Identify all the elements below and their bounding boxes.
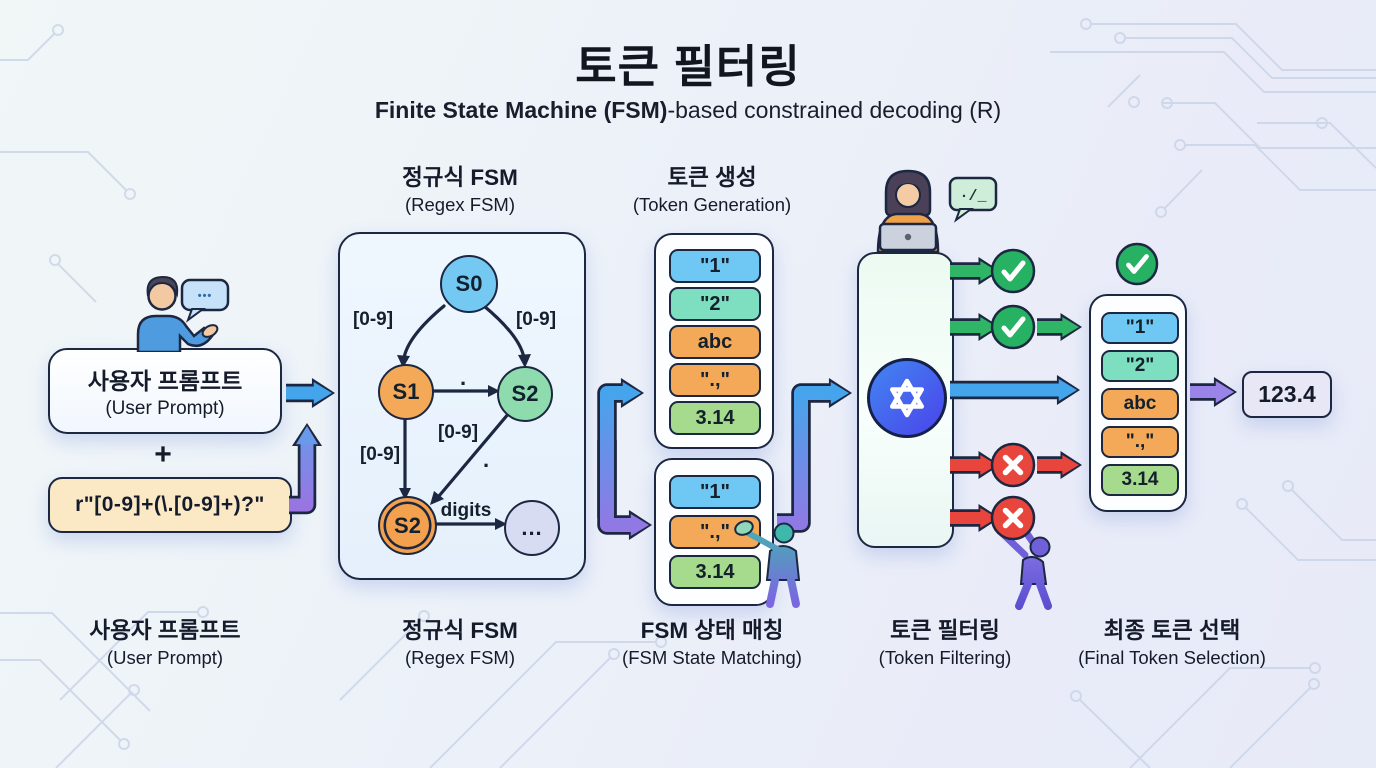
page-subtitle: Finite State Machine (FSM)-based constra… (0, 97, 1376, 124)
token-1: "1" (669, 475, 761, 509)
terminal-bubble-text: ·/_ (959, 188, 987, 205)
edge-label-s0-s2: [0-9] (515, 309, 557, 330)
token-2: "2" (1101, 350, 1179, 382)
token-filtering-column (857, 252, 954, 548)
fsm-state-s1: S1 (378, 364, 434, 420)
regex-fsm-panel: S0 S1 S2 S2 ... [0-9] [0-9] . [0-9] [0-9… (338, 232, 586, 580)
fsm-state-matching-panel: "1" ".," 3.14 (654, 458, 774, 606)
token-1: "1" (1101, 312, 1179, 344)
user-prompt-box: 사용자 프롬프트 (User Prompt) (48, 348, 282, 434)
caption-token-filtering: 토큰 필터링 (Token Filtering) (878, 618, 1012, 668)
token-314: 3.14 (669, 401, 761, 435)
openai-logo (867, 358, 947, 438)
edge-label-s2-s2accept-dot: . (482, 447, 490, 472)
header-token-generation: 토큰 생성 (Token Generation) (632, 165, 792, 215)
token-abc: abc (1101, 388, 1179, 420)
edge-label-s2accept-more: digits (440, 500, 492, 521)
fsm-state-s2-accept: S2 (378, 496, 437, 555)
speech-dots: ••• (198, 290, 213, 302)
plus-sign: + (154, 438, 172, 471)
edge-label-s1-s2accept: [0-9] (359, 444, 401, 465)
token-dot: ".," (1101, 426, 1179, 458)
caption-final-token-selection: 최종 토큰 선택 (Final Token Selection) (1078, 618, 1266, 668)
edge-label-s1-s2: . (459, 365, 467, 390)
token-dot: ".," (669, 515, 761, 549)
subtitle-rest: -based constrained decoding (R) (667, 97, 1002, 123)
caption-user-prompt: 사용자 프롬프트 (User Prompt) (89, 618, 241, 668)
fsm-state-s2: S2 (497, 366, 553, 422)
fsm-state-s0: S0 (440, 255, 498, 313)
token-1: "1" (669, 249, 761, 283)
page-title: 토큰 필터링 (575, 41, 801, 92)
token-abc: abc (669, 325, 761, 359)
fsm-state-more: ... (504, 500, 560, 556)
person-speaking-icon: ••• (136, 275, 230, 352)
subtitle-bold: Finite State Machine (FSM) (374, 97, 668, 123)
token-2: "2" (669, 287, 761, 321)
token-dot: ".," (669, 363, 761, 397)
header-regex-fsm: 정규식 FSM (Regex FSM) (402, 165, 518, 215)
edge-label-s0-s1: [0-9] (352, 309, 394, 330)
regex-box: r"[0-9]+(\.[0-9]+)?" (48, 477, 292, 533)
token-314: 3.14 (1101, 464, 1179, 496)
caption-regex-fsm: 정규식 FSM (Regex FSM) (402, 618, 518, 668)
fsm-edges (397, 304, 531, 530)
edge-label-s2-s2accept: [0-9] (437, 422, 479, 443)
woman-at-laptop-icon: ·/_ (876, 169, 998, 254)
token-314: 3.14 (669, 555, 761, 589)
caption-fsm-state-matching: FSM 상태 매칭 (FSM State Matching) (622, 618, 802, 668)
token-generation-panel: "1" "2" abc ".," 3.14 (654, 233, 774, 449)
result-box: 123.4 (1242, 371, 1332, 418)
final-selection-panel: "1" "2" abc ".," 3.14 (1089, 294, 1187, 512)
